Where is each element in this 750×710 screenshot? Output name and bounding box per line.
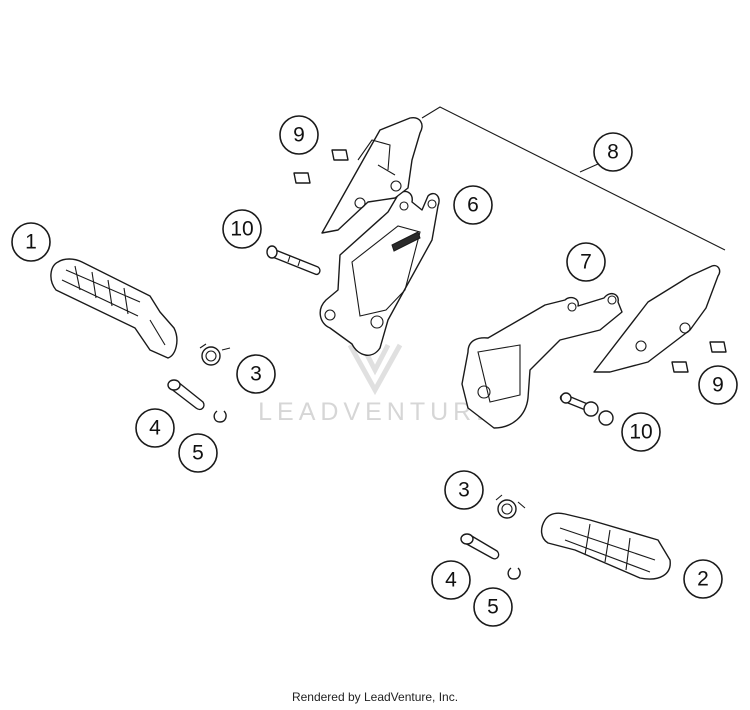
- bolt-left: [266, 245, 321, 276]
- heel-guard-left: [321, 117, 423, 234]
- callout-10-upper: 10: [222, 209, 262, 249]
- svg-text:9: 9: [712, 374, 724, 397]
- clip-right: [507, 567, 521, 580]
- heel-guard-right: [593, 264, 721, 373]
- callout-3-left: 3: [236, 354, 276, 394]
- leader-8: [421, 106, 726, 251]
- svg-text:9: 9: [293, 124, 305, 147]
- footrest-bracket-right: [461, 292, 623, 429]
- callout-5-left: 5: [178, 433, 218, 473]
- callout-9-upper: 9: [279, 115, 319, 155]
- footrest-bracket-left: [319, 190, 440, 356]
- callout-4-left: 4: [135, 408, 175, 448]
- svg-text:5: 5: [192, 442, 204, 465]
- callout-7: 7: [566, 242, 606, 282]
- svg-text:5: 5: [487, 596, 499, 619]
- bolts-upper: [293, 149, 349, 184]
- callout-6: 6: [453, 185, 493, 225]
- footpeg-left: [50, 258, 178, 359]
- callout-10-right: 10: [621, 412, 661, 452]
- spring-left: [199, 343, 231, 366]
- pin-right: [460, 533, 500, 560]
- footpeg-right: [540, 512, 671, 580]
- svg-text:10: 10: [629, 421, 652, 444]
- clip-left: [213, 410, 227, 423]
- spring-right: [495, 494, 526, 519]
- callout-4-right: 4: [431, 560, 471, 600]
- callout-1: 1: [11, 222, 51, 262]
- callout-9-right: 9: [698, 365, 738, 405]
- callout-8: 8: [593, 132, 633, 172]
- callout-2: 2: [683, 559, 723, 599]
- svg-text:4: 4: [445, 569, 457, 592]
- svg-text:1: 1: [25, 231, 37, 254]
- svg-text:6: 6: [467, 194, 479, 217]
- svg-text:3: 3: [250, 363, 262, 386]
- svg-text:7: 7: [580, 251, 592, 274]
- callout-5-right: 5: [473, 587, 513, 627]
- callout-3-right: 3: [444, 470, 484, 510]
- svg-text:8: 8: [607, 141, 619, 164]
- footer-credit: Rendered by LeadVenture, Inc.: [291, 690, 459, 704]
- pin-left: [167, 379, 205, 411]
- watermark-text: LEADVENTURE: [258, 398, 498, 426]
- svg-text:10: 10: [230, 218, 253, 241]
- bolts-right: [671, 341, 727, 373]
- svg-text:3: 3: [458, 479, 470, 502]
- bolt-right: [559, 392, 614, 426]
- svg-text:4: 4: [149, 417, 161, 440]
- svg-text:2: 2: [697, 568, 709, 591]
